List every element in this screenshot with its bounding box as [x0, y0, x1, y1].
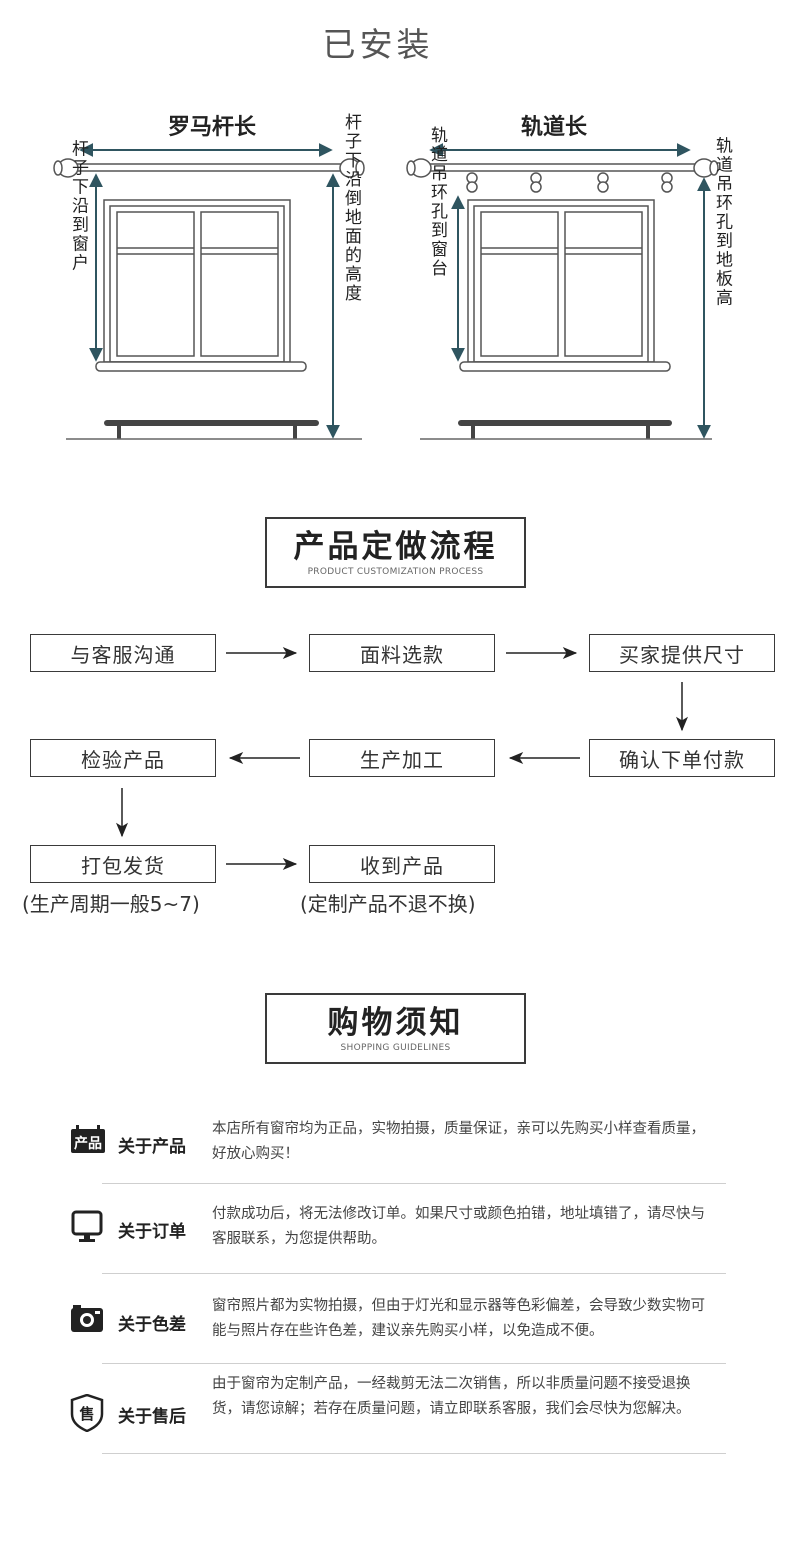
guide-label-product: 关于产品	[118, 1137, 186, 1157]
guide-text-aftersale: 由于窗帘为定制产品，一经裁剪无法二次销售，所以非质量问题不接受退换货，请您谅解；…	[212, 1376, 691, 1417]
window-left	[95, 199, 307, 372]
production-cycle-note: (生产周期一般5~7)	[22, 892, 200, 916]
guide-text-color: 窗帘照片都为实物拍摄，但由于灯光和显示器等色彩偏差，会导致少数实物可能与照片存在…	[212, 1298, 705, 1339]
step-receive: 收到产品	[309, 845, 495, 883]
camera-icon	[70, 1304, 106, 1340]
ring-to-floor-label: 轨道吊环孔到地板高	[712, 136, 733, 307]
track-diagram: 轨道长 轨道吊环孔到窗台	[406, 114, 733, 440]
step-production: 生产加工	[309, 739, 495, 777]
no-return-note: (定制产品不退不换)	[300, 892, 476, 916]
divider	[102, 1183, 726, 1184]
guide-text-product: 本店所有窗帘均为正品，实物拍摄，质量保证，亲可以先购买小样查看质量，好放心购买！	[212, 1121, 705, 1162]
install-title: 已安装	[322, 25, 434, 64]
guide-item-aftersale: 售 关于售后 由于窗帘为定制产品，一经裁剪无法二次销售，所以非质量问题不接受退换…	[70, 1372, 726, 1456]
step-contact-service: 与客服沟通	[30, 634, 216, 672]
process-title: 产品定做流程	[293, 529, 498, 565]
guide-label-color: 关于色差	[118, 1315, 186, 1335]
guide-label-order: 关于订单	[118, 1222, 186, 1242]
ring-to-sill-label: 轨道吊环孔到窗台	[427, 126, 448, 278]
step-choose-fabric: 面料选款	[309, 634, 495, 672]
guide-title-box: 购物须知 SHOPPING GUIDELINES	[265, 993, 526, 1064]
shield-icon: 售	[70, 1393, 106, 1433]
bench-left	[104, 420, 319, 426]
divider	[102, 1273, 726, 1274]
guide-item-order: 关于订单 付款成功后，将无法修改订单。如果尺寸或颜色拍错，地址填错了，请尽快与客…	[70, 1200, 726, 1274]
guide-item-product: 产品 关于产品 本店所有窗帘均为正品，实物拍摄，质量保证，亲可以先购买小样查看质…	[70, 1115, 726, 1185]
step-provide-size: 买家提供尺寸	[589, 634, 775, 672]
installation-diagram: 罗马杆长 杆子下沿到窗户 杆子下沿倒地面的高度	[53, 113, 733, 440]
rod-to-floor-label: 杆子下沿倒地面的高度	[341, 113, 362, 303]
monitor-icon	[70, 1210, 106, 1246]
roman-rod-diagram: 罗马杆长 杆子下沿到窗户 杆子下沿倒地面的高度	[53, 113, 365, 440]
process-arrow-final	[226, 858, 298, 870]
product-badge-icon: 产品	[70, 1125, 106, 1161]
step-pack-ship: 打包发货	[30, 845, 216, 883]
divider	[102, 1363, 726, 1364]
roman-rod-heading: 罗马杆长	[168, 115, 257, 140]
guide-text-order: 付款成功后，将无法修改订单。如果尺寸或颜色拍错，地址填错了，请尽快与客服联系，为…	[212, 1206, 705, 1247]
product-badge-text: 产品	[74, 1135, 102, 1152]
guide-label-aftersale: 关于售后	[118, 1407, 186, 1427]
track-heading: 轨道长	[521, 114, 588, 140]
step-inspection: 检验产品	[30, 739, 216, 777]
process-title-box: 产品定做流程 PRODUCT CUSTOMIZATION PROCESS	[265, 517, 526, 588]
guide-subtitle: SHOPPING GUIDELINES	[340, 1043, 451, 1053]
divider	[102, 1453, 726, 1454]
aftersale-badge-text: 售	[79, 1405, 94, 1423]
process-arrows	[116, 647, 688, 838]
guide-item-color: 关于色差 窗帘照片都为实物拍摄，但由于灯光和显示器等色彩偏差，会导致少数实物可能…	[70, 1292, 726, 1364]
roman-rod	[71, 163, 347, 172]
track-rail	[423, 163, 701, 172]
rod-to-window-label: 杆子下沿到窗户	[68, 139, 89, 272]
track-rings	[466, 172, 673, 193]
step-confirm-pay: 确认下单付款	[589, 739, 775, 777]
bench-right	[458, 420, 672, 426]
window-right	[459, 199, 671, 372]
guide-title: 购物须知	[327, 1005, 464, 1041]
process-subtitle: PRODUCT CUSTOMIZATION PROCESS	[307, 567, 484, 577]
